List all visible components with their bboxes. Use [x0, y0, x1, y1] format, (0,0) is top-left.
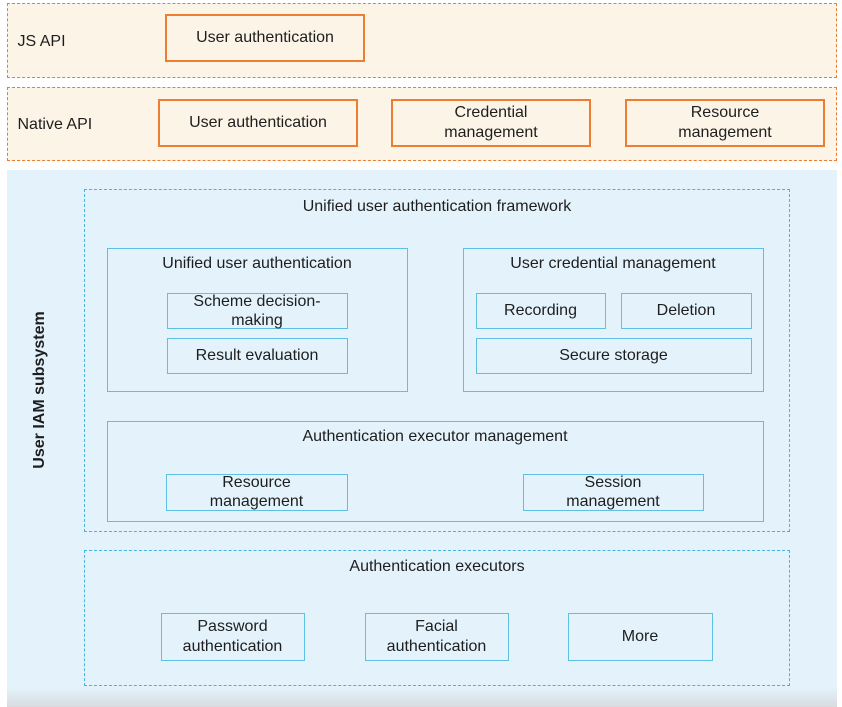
- executor-resource-management-box: Resource management: [165, 473, 348, 511]
- executor-resource-management-label: Resource management: [209, 474, 304, 510]
- native-api-layer: Native API User authentication Credentia…: [7, 87, 837, 161]
- result-evaluation-label: Result evaluation: [195, 347, 319, 364]
- more-executors-box: More: [567, 612, 713, 661]
- recording-box: Recording: [475, 292, 606, 329]
- user-credential-management-module: User credential management Recording Del…: [462, 247, 764, 392]
- deletion-box: Deletion: [620, 292, 752, 329]
- framework-title: Unified user authentication framework: [302, 197, 572, 215]
- native-user-authentication-label: User authentication: [189, 114, 327, 131]
- native-api-label: Native API: [17, 115, 93, 133]
- subsystem-label: User IAM subsystem: [31, 311, 48, 469]
- js-user-authentication-box: User authentication: [165, 14, 365, 62]
- native-credential-management-box: Credential management: [391, 99, 591, 147]
- native-credential-management-label: Credential management: [444, 104, 538, 141]
- native-resource-management-label: Resource management: [678, 104, 772, 141]
- user-iam-subsystem: User IAM subsystem Unified user authenti…: [7, 170, 837, 707]
- native-user-authentication-box: User authentication: [158, 99, 358, 147]
- session-management-box: Session management: [522, 473, 704, 511]
- password-authentication-box: Password authentication: [160, 612, 305, 661]
- password-authentication-label: Password authentication: [182, 617, 283, 655]
- authentication-executors-title: Authentication executors: [349, 557, 525, 575]
- native-resource-management-box: Resource management: [625, 99, 825, 147]
- js-user-authentication-label: User authentication: [196, 29, 334, 46]
- facial-authentication-box: Facial authentication: [364, 612, 509, 661]
- deletion-label: Deletion: [656, 302, 716, 319]
- scheme-decision-making-box: Scheme decision-making: [166, 292, 348, 329]
- recording-label: Recording: [504, 302, 577, 319]
- session-management-label: Session management: [566, 474, 660, 510]
- facial-authentication-label: Facial authentication: [386, 617, 487, 655]
- secure-storage-box: Secure storage: [475, 337, 752, 374]
- unified-user-authentication-title: Unified user authentication: [162, 254, 352, 272]
- authentication-executor-management-title: Authentication executor management: [302, 427, 568, 445]
- unified-auth-framework: Unified user authentication framework Un…: [84, 189, 790, 532]
- js-api-label: JS API: [17, 32, 66, 50]
- authentication-executor-management-module: Authentication executor management Resou…: [106, 420, 764, 522]
- secure-storage-label: Secure storage: [559, 347, 668, 364]
- unified-user-authentication-module: Unified user authentication Scheme decis…: [106, 247, 408, 392]
- scheme-decision-making-label: Scheme decision-making: [193, 292, 321, 329]
- result-evaluation-box: Result evaluation: [166, 337, 348, 374]
- more-executors-label: More: [621, 627, 659, 645]
- user-credential-management-title: User credential management: [510, 254, 716, 272]
- authentication-executors: Authentication executors Password authen…: [84, 550, 790, 686]
- js-api-layer: JS API User authentication: [7, 3, 837, 78]
